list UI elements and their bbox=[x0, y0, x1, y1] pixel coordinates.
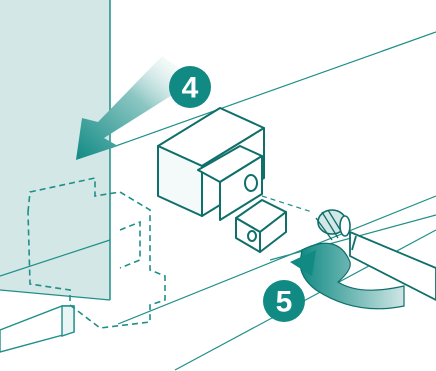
step-4-number: 4 bbox=[182, 72, 199, 105]
clamp-bracket bbox=[158, 108, 286, 252]
step-4-badge: 4 bbox=[169, 66, 211, 108]
bottom-channel bbox=[0, 306, 74, 352]
set-screw bbox=[316, 210, 350, 240]
step-5-badge: 5 bbox=[263, 280, 305, 322]
step-5-number: 5 bbox=[276, 286, 293, 319]
